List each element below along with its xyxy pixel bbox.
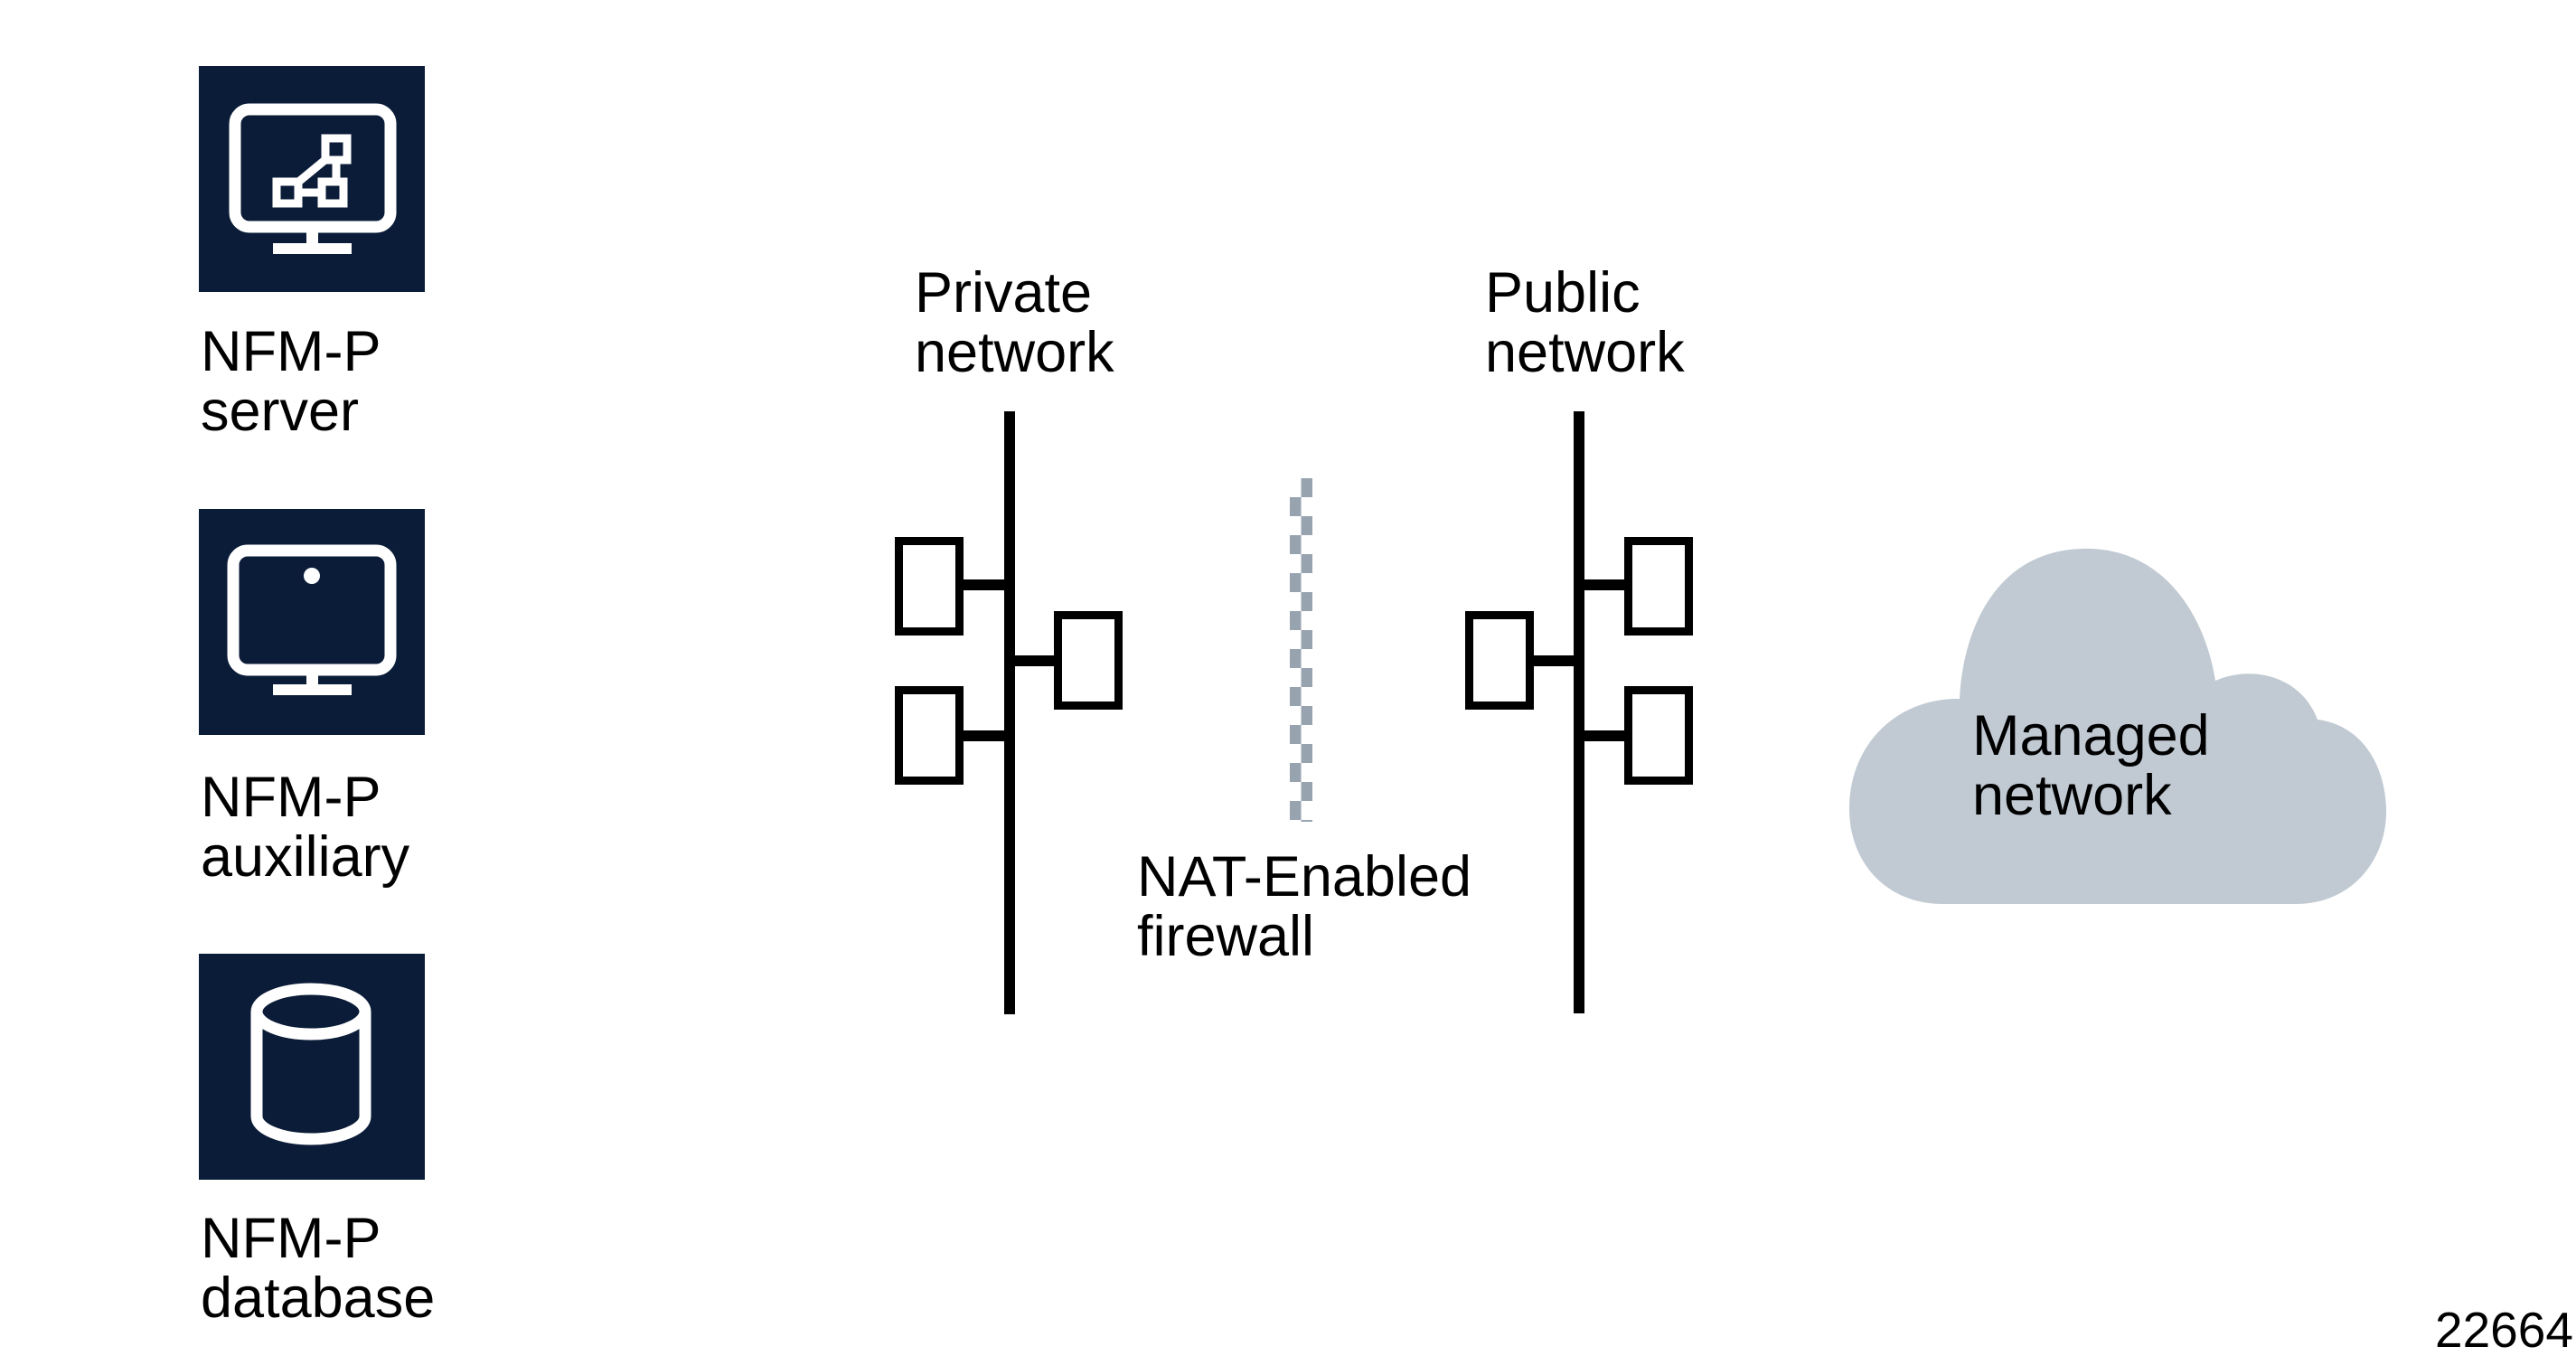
public-network-node	[1624, 537, 1693, 636]
nfm-p-database-label-line1: NFM-P	[201, 1207, 381, 1270]
public-network-label-line1: Public	[1485, 261, 1641, 325]
nfm-p-database-label: NFM-P database	[201, 1209, 435, 1328]
private-node-connector	[1011, 655, 1058, 666]
private-network-node	[1054, 611, 1123, 710]
nat-firewall-label: NAT-Enabled firewall	[1137, 847, 1471, 966]
private-network-label-line1: Private	[915, 261, 1093, 325]
managed-network-cloud-icon	[1849, 548, 2387, 904]
figure-number: 22664	[2435, 1302, 2573, 1356]
nfm-p-database-label-line2: database	[201, 1267, 436, 1330]
nat-firewall-barrier	[1290, 478, 1312, 822]
private-node-connector	[958, 730, 1010, 741]
private-node-connector	[958, 579, 1010, 590]
managed-network-label-line2: network	[1972, 764, 2172, 827]
public-network-node	[1465, 611, 1534, 710]
private-network-node	[895, 686, 964, 785]
managed-network-label-line1: Managed	[1972, 704, 2210, 767]
nfm-p-auxiliary-icon	[227, 544, 397, 695]
nfm-p-auxiliary-label-line2: auxiliary	[201, 825, 410, 889]
public-network-bus-line	[1574, 411, 1584, 1013]
nfm-p-server-label: NFM-P server	[201, 322, 381, 441]
nat-firewall-label-line2: firewall	[1137, 905, 1315, 968]
private-network-label-line2: network	[915, 321, 1114, 384]
nfm-p-auxiliary-label-line1: NFM-P	[201, 766, 381, 829]
public-node-connector	[1579, 730, 1628, 741]
managed-network-label: Managed network	[1972, 706, 2210, 825]
nat-firewall-label-line1: NAT-Enabled	[1137, 845, 1472, 909]
nfm-p-server-label-line1: NFM-P	[201, 320, 381, 383]
nfm-p-database-tile	[199, 954, 425, 1180]
public-network-node	[1624, 686, 1693, 785]
nfm-p-server-tile	[199, 66, 425, 292]
nfm-p-auxiliary-label: NFM-P auxiliary	[201, 767, 409, 887]
private-network-bus-line	[1004, 411, 1015, 1014]
private-network-label: Private network	[915, 263, 1114, 382]
public-network-label: Public network	[1485, 263, 1685, 382]
public-node-connector	[1530, 655, 1577, 666]
private-network-node	[895, 537, 964, 636]
public-network-label-line2: network	[1485, 321, 1685, 384]
nfm-p-database-icon	[250, 983, 371, 1145]
nfm-p-server-label-line2: server	[201, 380, 360, 443]
nfm-p-auxiliary-tile	[199, 509, 425, 735]
nfm-p-server-icon	[229, 103, 397, 254]
public-node-connector	[1579, 579, 1628, 590]
